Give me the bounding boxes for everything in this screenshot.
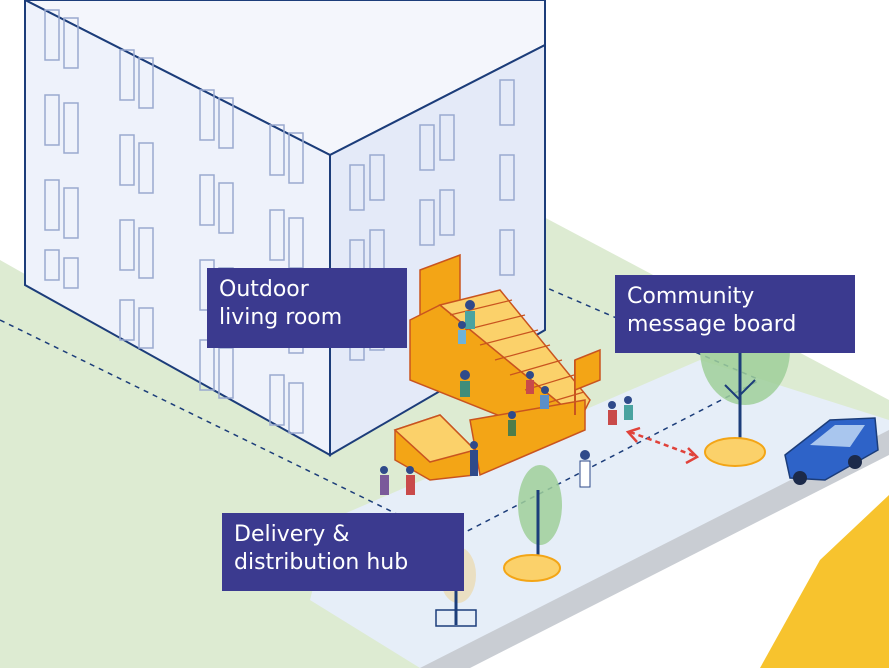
- people-figures: [380, 300, 633, 495]
- delivery-label-line2: distribution hub: [234, 550, 409, 575]
- dashed-line: [449, 379, 761, 541]
- outdoor-living-room-label: Outdoor living room: [207, 268, 407, 348]
- message-board: [574, 348, 601, 415]
- yellow-accent-shape: [760, 495, 889, 668]
- community-label-line2: message board: [627, 312, 797, 337]
- delivery-distribution-hub-label: Delivery & distribution hub: [222, 513, 464, 591]
- community-message-board-label: Community message board: [615, 275, 855, 353]
- road-curb: [420, 430, 889, 668]
- dashed-line: [0, 319, 451, 541]
- tree-middle: [503, 465, 562, 582]
- red-dashed-arrow: [625, 426, 700, 465]
- community-label-line1: Community: [627, 284, 755, 309]
- outdoor-label-line2: living room: [219, 305, 343, 330]
- bleacher-stairs: [393, 253, 591, 481]
- car: [784, 417, 879, 485]
- outdoor-label-line1: Outdoor: [219, 277, 309, 302]
- delivery-label-line1: Delivery &: [234, 522, 350, 547]
